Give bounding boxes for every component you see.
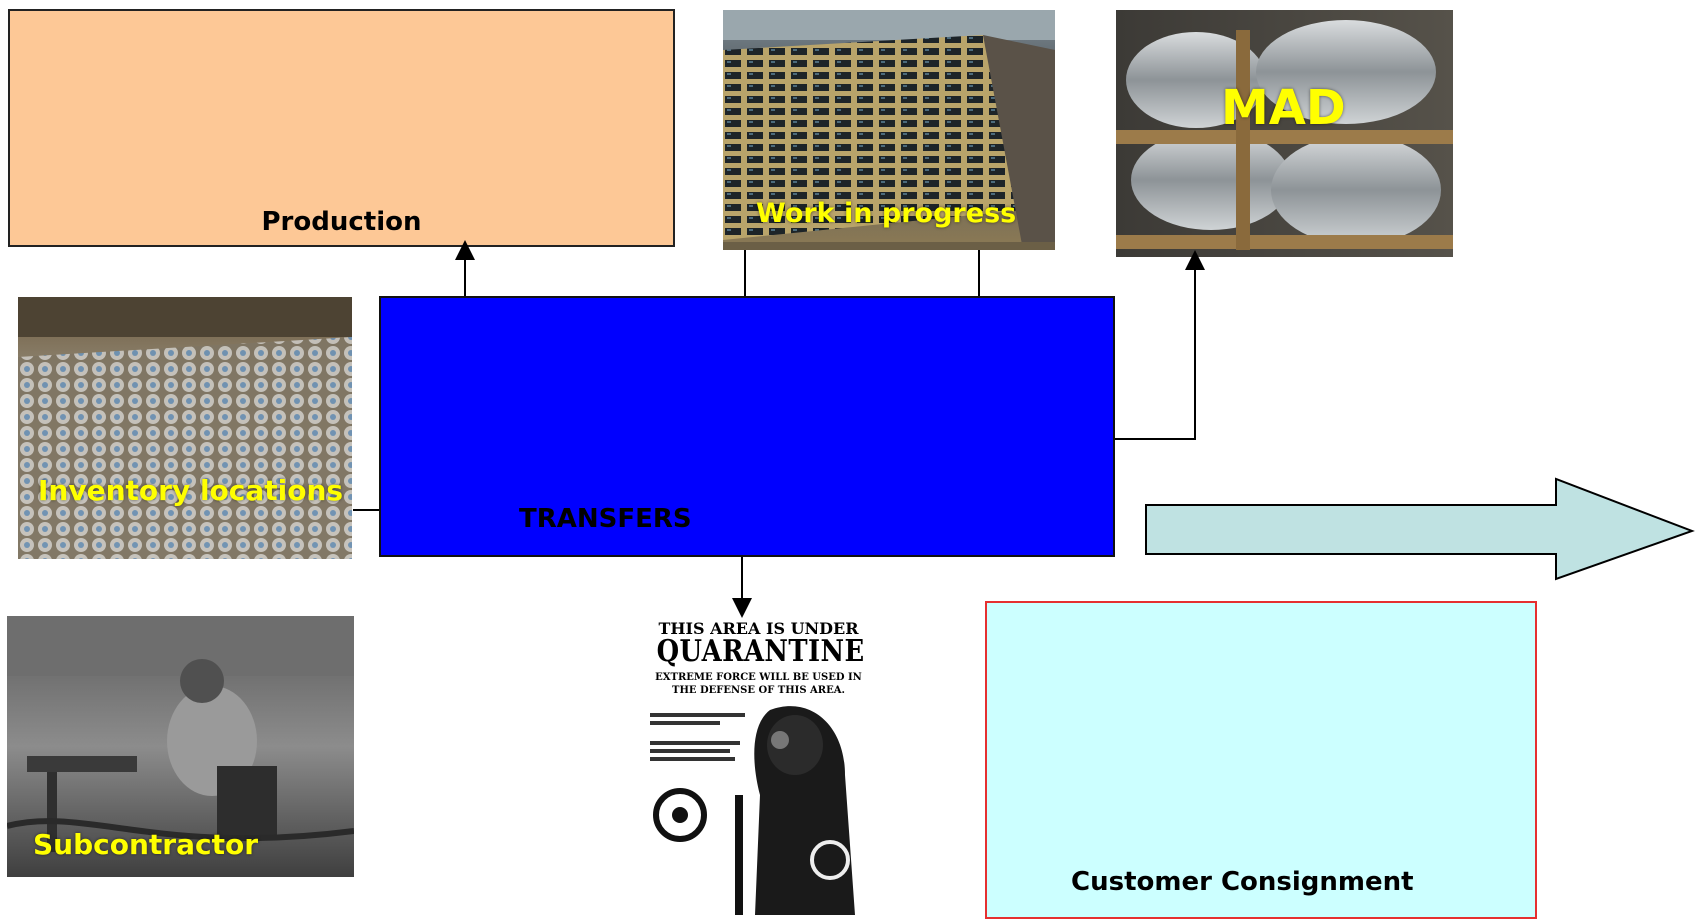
worker-welding-photo (7, 616, 354, 877)
quarantine-line-3: EXTREME FORCE WILL BE USED IN THE DEFENS… (640, 671, 877, 697)
customer-consignment-box: Customer Consignment (985, 601, 1537, 919)
transfers-box: TRANSFERS (379, 296, 1115, 557)
hazmat-soldier-figure (640, 615, 877, 915)
inventory-locations-image: Inventory locations (18, 297, 352, 559)
production-label: Production (261, 207, 422, 237)
quarantine-poster: THIS AREA IS UNDER QUARANTINE EXTREME FO… (640, 615, 877, 915)
subcontractor-label: Subcontractor (33, 828, 259, 861)
steel-coils-photo (1116, 10, 1453, 257)
customer-consignment-label: Customer Consignment (1071, 867, 1414, 897)
production-box: Production (8, 9, 675, 247)
subcontractor-image: Subcontractor (7, 616, 354, 877)
quarantine-line-3a: EXTREME FORCE WILL BE USED IN (655, 672, 862, 683)
work-in-progress-label: Work in progress (756, 198, 1017, 229)
big-right-arrow (1145, 477, 1695, 581)
transfers-label: TRANSFERS (519, 504, 692, 534)
arrow-to-mad (1115, 250, 1205, 440)
warehouse-coils-photo (18, 297, 352, 559)
quarantine-line-1: THIS AREA IS UNDER (658, 619, 859, 638)
mad-label: MAD (1221, 80, 1346, 136)
mad-image: MAD (1116, 10, 1453, 257)
quarantine-heading: QUARANTINE (656, 634, 865, 669)
quarantine-line-3b: THE DEFENSE OF THIS AREA. (672, 685, 845, 696)
inventory-locations-label: Inventory locations (38, 474, 344, 507)
electronics-boards-photo (723, 10, 1055, 250)
work-in-progress-image: Work in progress (723, 10, 1055, 250)
